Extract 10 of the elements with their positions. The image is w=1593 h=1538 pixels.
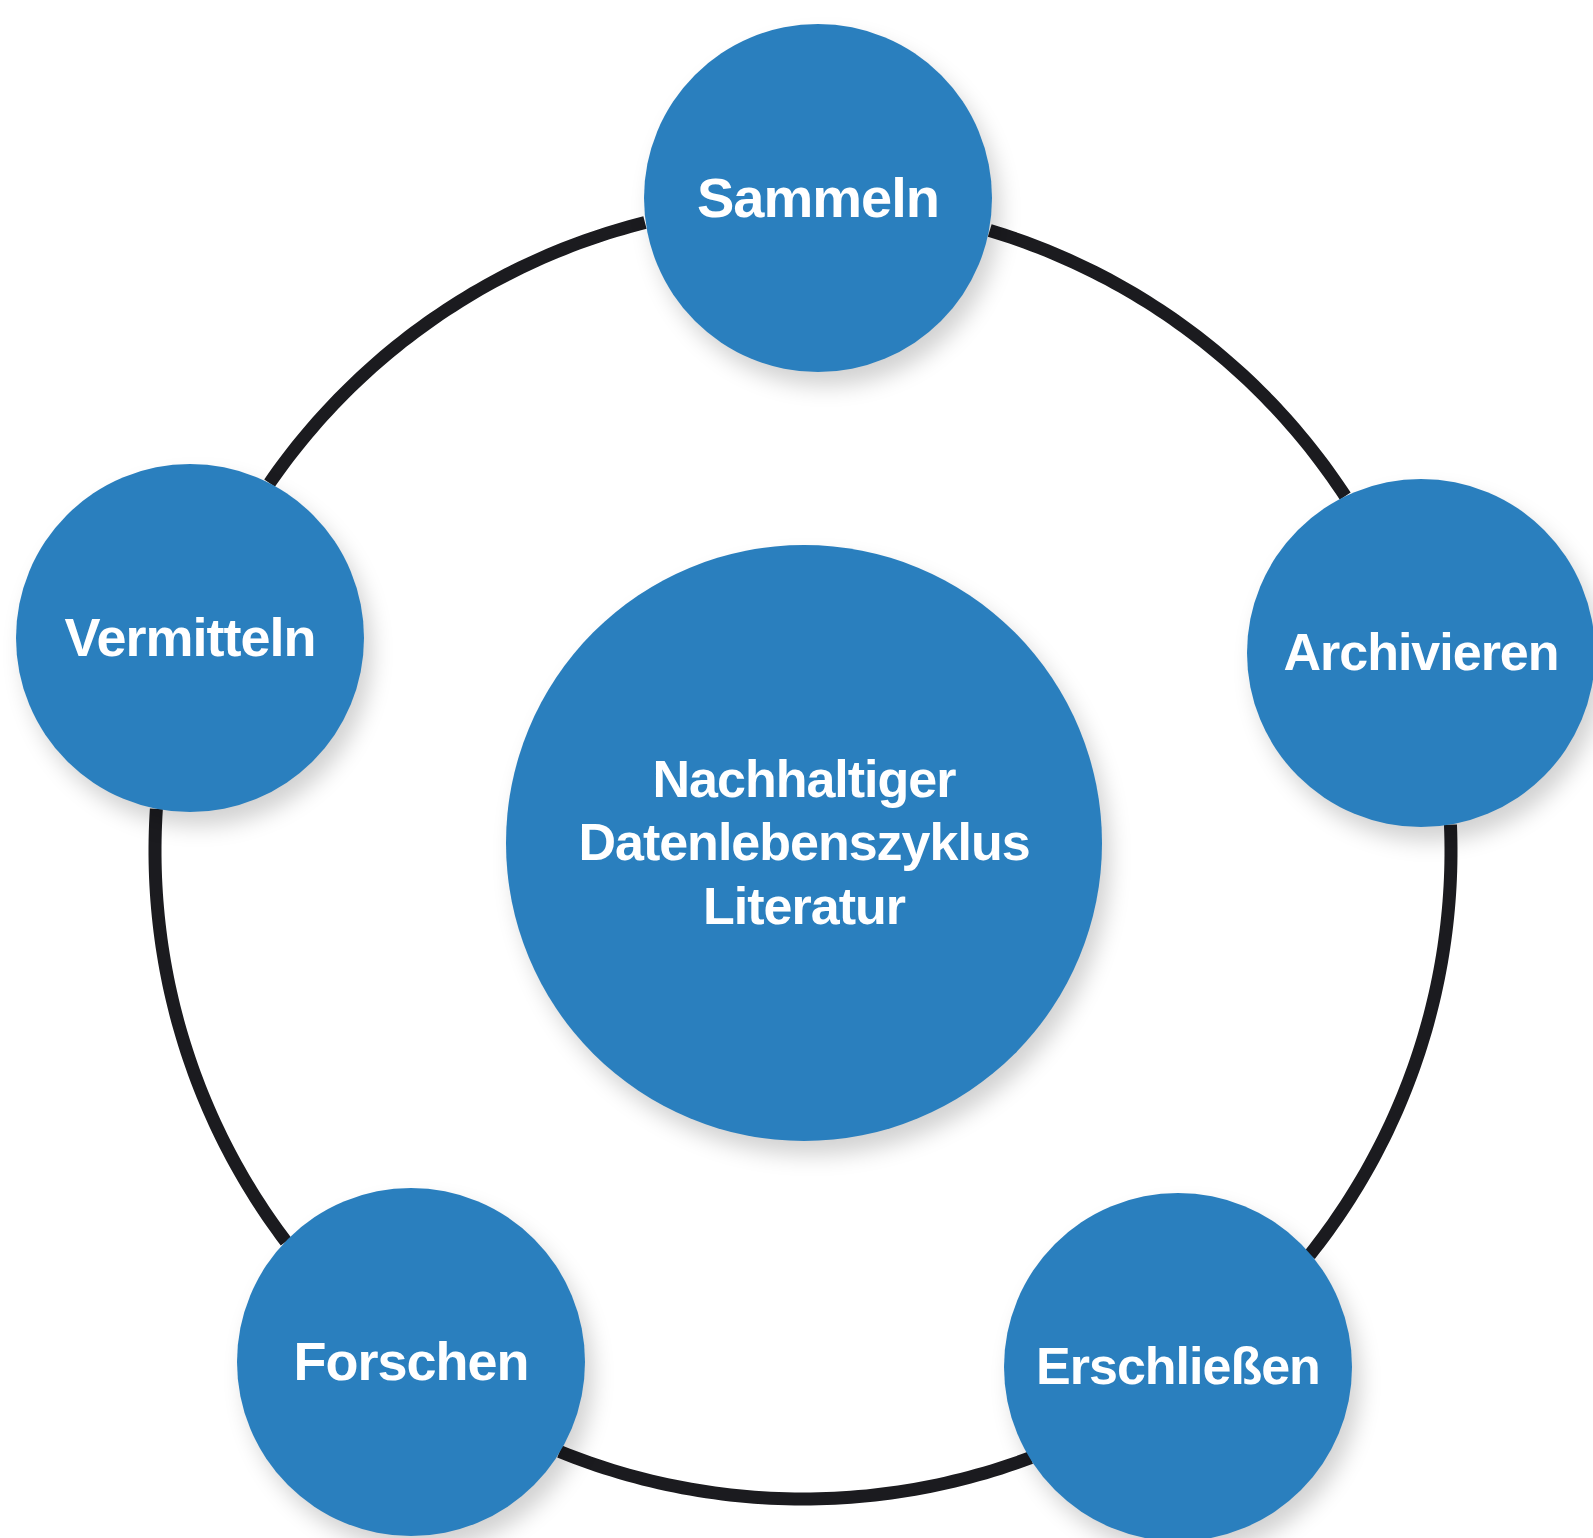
ring-arc — [557, 1445, 1033, 1506]
node-label: Erschließen — [1036, 1336, 1320, 1398]
ring-arc — [1304, 824, 1458, 1259]
node-label: Nachhaltiger Datenlebenszyklus Literatur — [577, 748, 1031, 937]
node-label: Vermitteln — [64, 606, 316, 670]
ring-arc — [987, 224, 1351, 500]
node-label: Forschen — [293, 1330, 529, 1394]
ring-arc — [148, 808, 292, 1246]
node-label: Archivieren — [1283, 622, 1559, 684]
node-label: Sammeln — [697, 164, 939, 231]
